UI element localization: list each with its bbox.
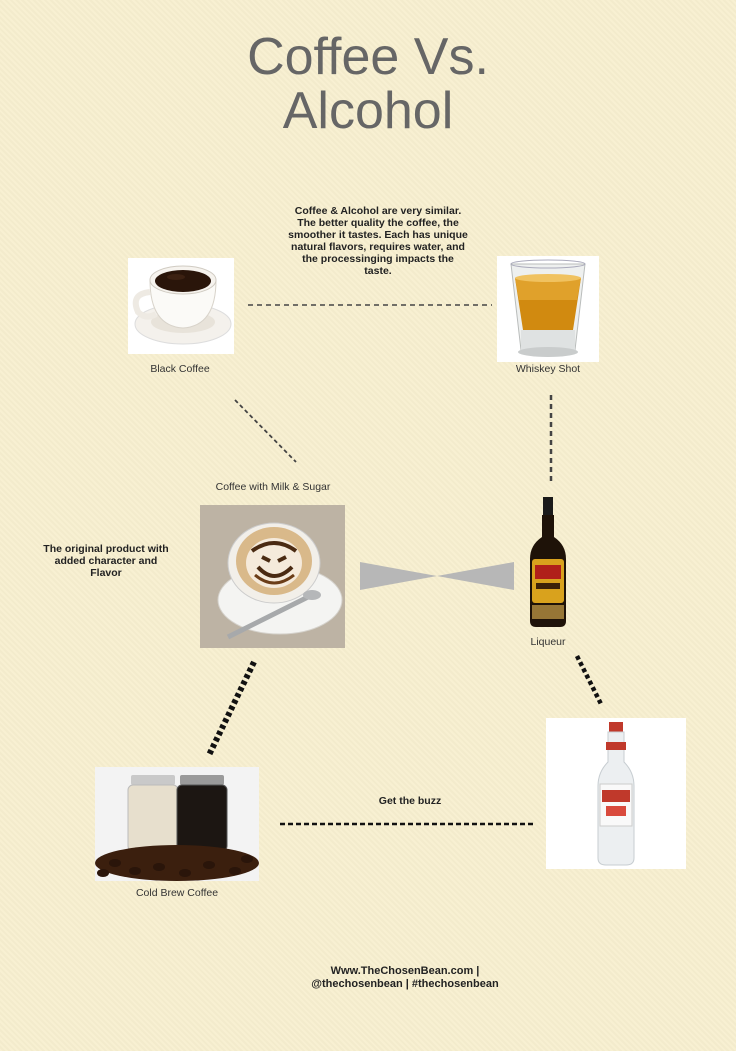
liqueur-label: Liqueur xyxy=(530,636,566,648)
footer-website: Www.TheChosenBean.com | xyxy=(330,965,480,977)
cold-brew-label: Cold Brew Coffee xyxy=(135,887,219,899)
title-line-2: Alcohol xyxy=(282,82,454,140)
black-coffee-label: Black Coffee xyxy=(150,363,210,375)
liqueur-bottle-photo xyxy=(530,497,566,627)
coffee-cup-photo xyxy=(132,265,232,345)
whiskey-shot-label: Whiskey Shot xyxy=(515,363,581,375)
connector-liqueur-vodka xyxy=(574,654,605,708)
coffee-milk-sugar-photo xyxy=(200,505,345,648)
footer-social: @thechosenbean | #thechosenbean xyxy=(311,978,499,990)
footer: Www.TheChosenBean.com | @thechosenbean |… xyxy=(300,965,510,991)
vodka-cooler-photo xyxy=(546,718,686,869)
latte-art-photo xyxy=(200,505,345,648)
page-title: Coffee Vs. Alcohol xyxy=(0,30,736,138)
cold-brew-photo xyxy=(95,767,259,881)
original-product-note: The original product with added characte… xyxy=(43,543,169,579)
bowtie-right xyxy=(437,562,514,590)
whiskey-shot-photo-frame xyxy=(497,256,599,362)
whiskey-shot-photo xyxy=(510,259,586,357)
black-coffee-photo xyxy=(128,258,234,354)
bowtie-left xyxy=(360,562,437,590)
connector-blackcoffee-milk xyxy=(234,399,297,463)
get-buzz-note: Get the buzz xyxy=(378,795,442,807)
title-line-1: Coffee Vs. xyxy=(247,28,489,86)
intro-text: Coffee & Alcohol are very similar. The b… xyxy=(288,205,468,277)
liqueur-photo xyxy=(528,497,568,629)
cold-brew-jars-photo xyxy=(95,767,259,881)
vodka-cooler-bottle-photo xyxy=(597,722,635,866)
coffee-milk-sugar-label: Coffee with Milk & Sugar xyxy=(215,481,331,493)
connector-milk-coldbrew xyxy=(206,660,257,757)
